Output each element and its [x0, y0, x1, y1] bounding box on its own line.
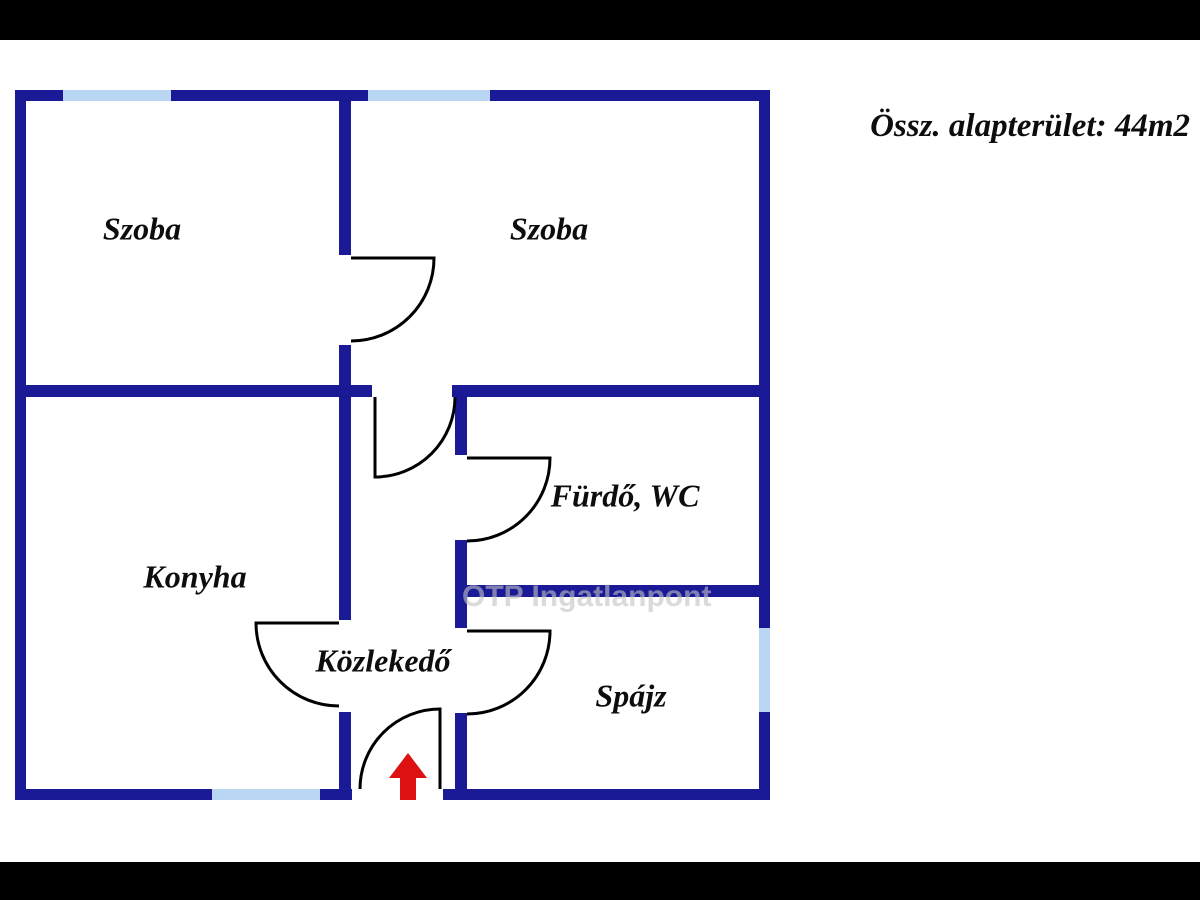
door-arc-icon	[254, 621, 340, 708]
wall-segment	[455, 540, 467, 628]
wall-segment	[339, 90, 351, 255]
letterbox-top	[0, 0, 1200, 40]
wall-segment	[15, 789, 352, 800]
window-icon	[759, 628, 770, 712]
room-label-konyha: Konyha	[143, 558, 247, 595]
entrance-arrow-icon	[389, 753, 427, 800]
letterbox-bottom	[0, 862, 1200, 900]
wall-segment	[339, 345, 351, 620]
wall-segment	[15, 90, 26, 800]
wall-segment	[759, 90, 770, 800]
room-label-szoba-left: Szoba	[102, 210, 182, 247]
wall-segment	[455, 585, 770, 597]
window-icon	[212, 789, 320, 800]
window-icon	[368, 90, 490, 101]
total-area-label: Össz. alapterület: 44m2	[870, 108, 1190, 144]
room-label-spajz: Spájz	[595, 677, 667, 714]
wall-segment	[455, 385, 467, 455]
wall-segment	[339, 712, 351, 800]
room-label-szoba-right: Szoba	[509, 210, 589, 247]
room-label-kozlekedo: Közlekedő	[315, 642, 451, 679]
room-label-furdo-wc: Fürdő, WC	[550, 477, 700, 514]
watermark-text: OTP Ingatlanpont	[462, 580, 712, 613]
window-icon	[63, 90, 171, 101]
door-arc-icon	[466, 456, 552, 543]
door-arc-icon	[373, 396, 457, 479]
windows	[63, 90, 770, 800]
doors	[254, 256, 552, 790]
door-arc-icon	[466, 629, 552, 716]
wall-segment	[452, 385, 770, 397]
wall-segment	[455, 713, 467, 800]
door-arc-icon	[358, 707, 442, 790]
wall-segment	[443, 789, 770, 800]
door-arc-icon	[350, 256, 436, 343]
inner-walls	[15, 90, 770, 800]
wall-segment	[15, 385, 372, 397]
